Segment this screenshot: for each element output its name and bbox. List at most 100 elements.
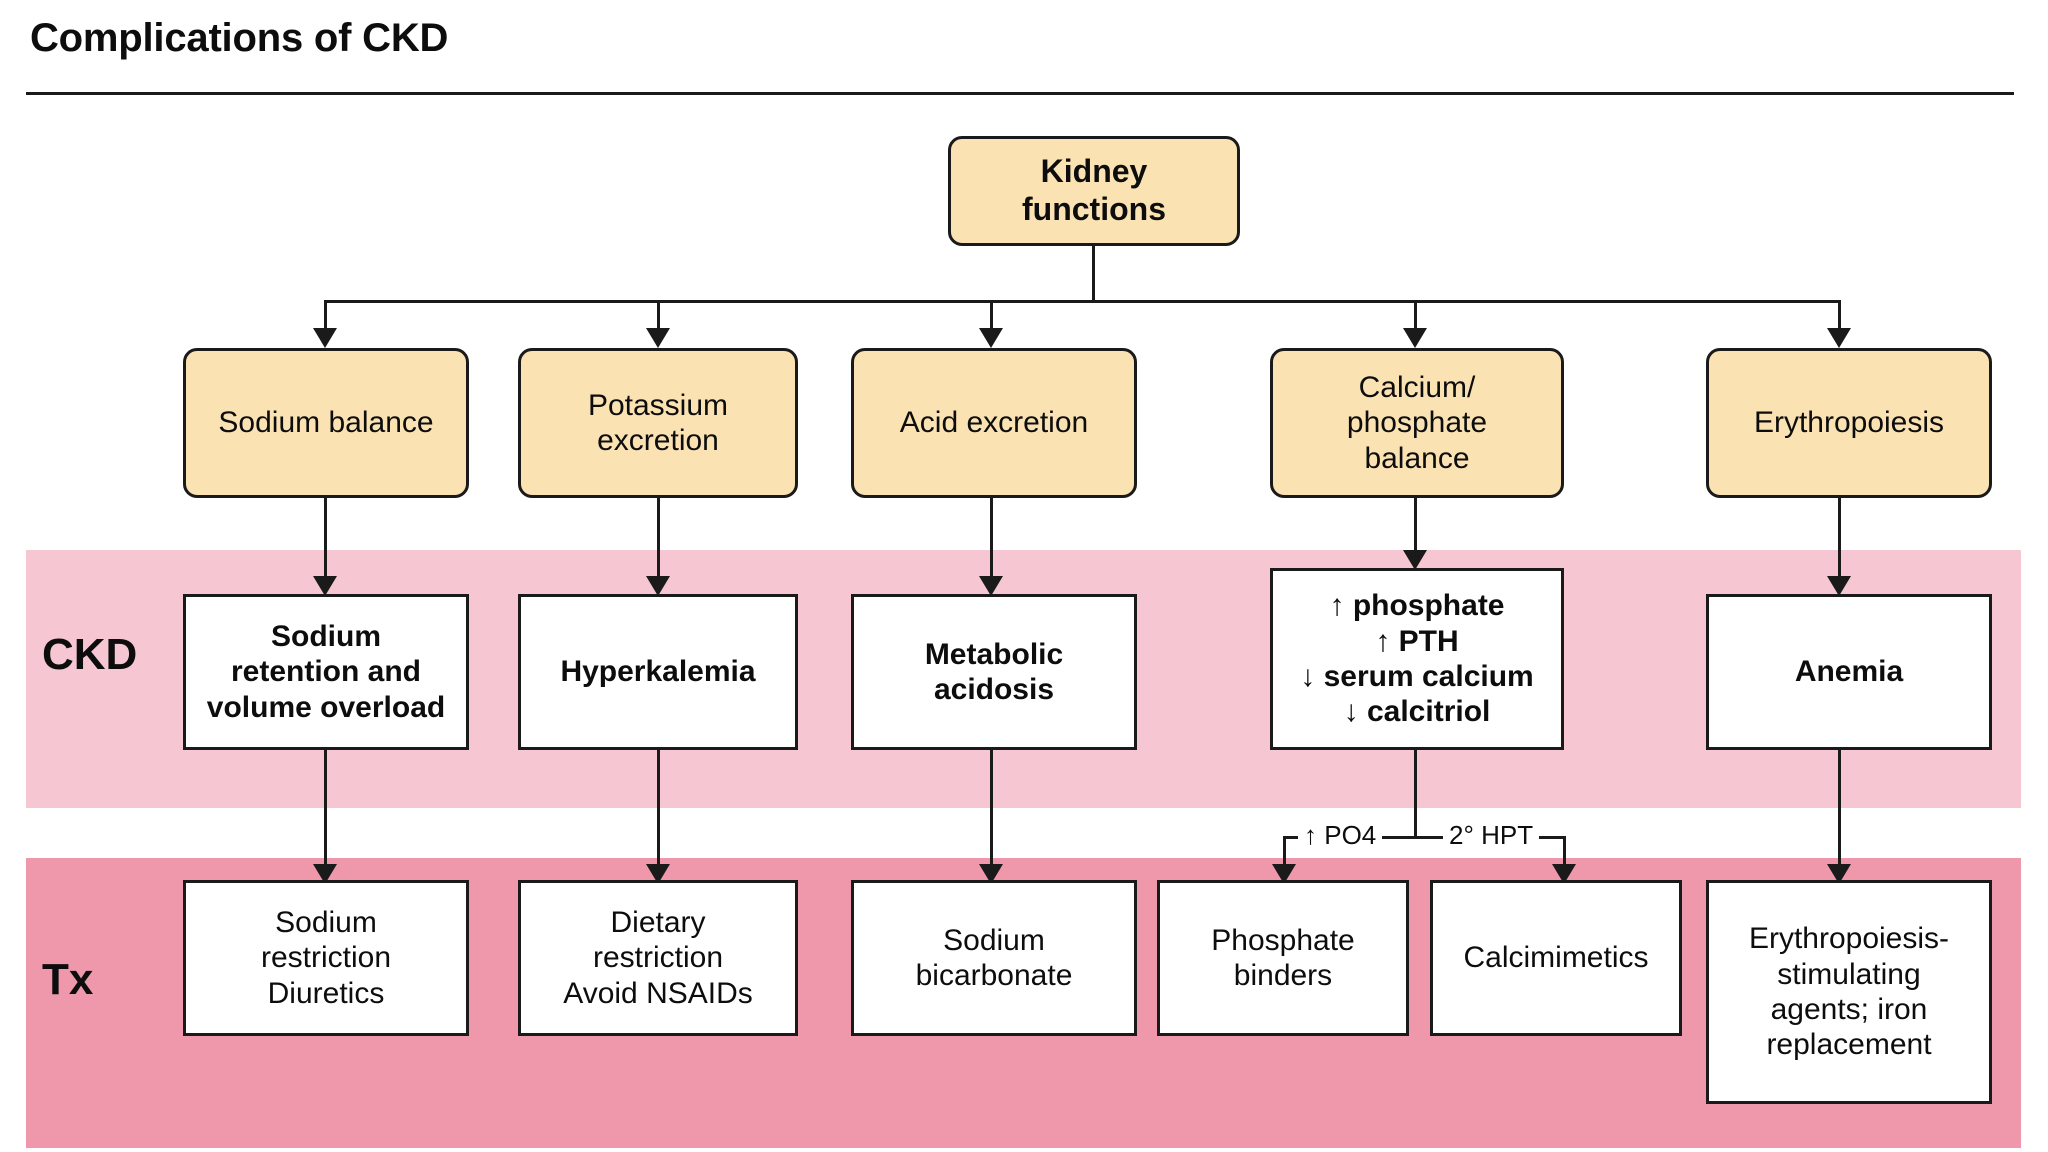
esa-iron-line-3: agents; iron	[1770, 993, 1928, 1026]
box-sodium-bicarbonate[interactable]: Sodium bicarbonate	[851, 880, 1137, 1036]
connector-hyperkalemia-to-dietary	[657, 750, 660, 880]
connector-drop-calcium-phosphate	[1414, 300, 1417, 340]
arrow-to-dietary-restriction	[646, 864, 670, 884]
connector-drop-erythropoiesis	[1838, 300, 1841, 340]
ckd-band-label: CKD	[42, 630, 138, 679]
box-anemia[interactable]: Anemia	[1706, 594, 1992, 750]
box-calcium-phosphate-balance[interactable]: Calcium/ phosphate balance	[1270, 348, 1564, 498]
title-divider	[26, 92, 2014, 95]
tx-band-label: Tx	[42, 955, 94, 1004]
box-calcimimetics-text: Calcimimetics	[1455, 940, 1656, 975]
anemia-line-1: Anemia	[1794, 655, 1904, 689]
calcium-phosphate-line-1: Calcium/	[1358, 370, 1476, 404]
arrow-to-esa-iron	[1827, 864, 1851, 884]
box-kidney-functions-text: Kidney functions	[1014, 153, 1174, 229]
esa-iron-line-2: stimulating	[1777, 957, 1921, 991]
dietary-restriction-line-1: Dietary	[610, 905, 706, 939]
sodium-restriction-line-1: Sodium	[275, 905, 377, 939]
box-hyperkalemia[interactable]: Hyperkalemia	[518, 594, 798, 750]
box-acid-excretion[interactable]: Acid excretion	[851, 348, 1137, 498]
box-potassium-excretion[interactable]: Potassium excretion	[518, 348, 798, 498]
connector-drop-acid-excretion	[990, 300, 993, 340]
box-erythropoiesis-text: Erythropoiesis	[1746, 405, 1952, 440]
arrow-to-sodium-balance	[313, 328, 337, 348]
arrow-to-potassium-excretion	[646, 328, 670, 348]
sodium-restriction-line-2: restriction	[260, 941, 392, 975]
box-potassium-excretion-text: Potassium excretion	[580, 388, 736, 459]
arrow-to-phosphate-binders	[1272, 864, 1296, 884]
box-sodium-retention-text: Sodium retention and volume overload	[199, 619, 453, 725]
box-phosphate-binders-text: Phosphate binders	[1203, 923, 1362, 994]
metabolic-acidosis-line-1: Metabolic	[924, 637, 1064, 671]
connector-root-stem	[1092, 246, 1095, 302]
esa-iron-line-1: Erythropoiesis-	[1748, 922, 1950, 956]
box-dietary-restriction-avoid-nsaids[interactable]: Dietary restriction Avoid NSAIDs	[518, 880, 798, 1036]
sodium-bicarbonate-line-1: Sodium	[943, 923, 1045, 957]
box-sodium-restriction-diuretics[interactable]: Sodium restriction Diuretics	[183, 880, 469, 1036]
sodium-retention-line-3: volume overload	[206, 690, 446, 724]
connector-calcium-to-mineral-disorder	[1414, 498, 1417, 562]
box-metabolic-acidosis-text: Metabolic acidosis	[917, 637, 1071, 708]
connector-anemia-to-esa	[1838, 750, 1841, 880]
connector-distribution-bar	[324, 300, 1840, 303]
mineral-bone-line-3: ↓ serum calcium	[1300, 660, 1534, 693]
calcimimetics-line-1: Calcimimetics	[1463, 941, 1649, 975]
arrow-to-acid-excretion	[979, 328, 1003, 348]
connector-drop-calcimimetics	[1563, 836, 1566, 880]
box-sodium-retention[interactable]: Sodium retention and volume overload	[183, 594, 469, 750]
connector-potassium-to-hyperkalemia	[657, 498, 660, 588]
acid-excretion-line-1: Acid excretion	[899, 406, 1089, 440]
arrow-to-sodium-bicarbonate	[979, 864, 1003, 884]
box-esa-iron-replacement-text: Erythropoiesis- stimulating agents; iron…	[1741, 921, 1957, 1063]
arrow-to-hyperkalemia	[646, 576, 670, 596]
box-mineral-bone-disorder-text: ↑ phosphate ↑ PTH ↓ serum calcium ↓ calc…	[1292, 588, 1541, 730]
kidney-functions-line-1: Kidney	[1040, 153, 1148, 190]
connector-erythropoiesis-to-anemia	[1838, 498, 1841, 588]
box-acid-excretion-text: Acid excretion	[892, 405, 1096, 440]
hyperkalemia-line-1: Hyperkalemia	[560, 655, 756, 689]
arrow-to-sodium-retention	[313, 576, 337, 596]
box-erythropoiesis[interactable]: Erythropoiesis	[1706, 348, 1992, 498]
box-dietary-restriction-text: Dietary restriction Avoid NSAIDs	[555, 905, 761, 1011]
connector-sodium-balance-to-retention	[324, 498, 327, 588]
arrow-to-calcimimetics	[1552, 864, 1576, 884]
connector-drop-phosphate-binders	[1283, 836, 1286, 880]
edge-label-hpt: 2° HPT	[1443, 818, 1540, 853]
box-kidney-functions[interactable]: Kidney functions	[948, 136, 1240, 246]
potassium-excretion-line-1: Potassium	[587, 388, 729, 422]
mineral-bone-line-4: ↓ calcitriol	[1343, 695, 1491, 729]
connector-drop-sodium-balance	[324, 300, 327, 340]
connector-drop-potassium-excretion	[657, 300, 660, 340]
box-calcimimetics[interactable]: Calcimimetics	[1430, 880, 1682, 1036]
box-anemia-text: Anemia	[1787, 654, 1911, 689]
page-title: Complications of CKD	[30, 16, 449, 60]
sodium-retention-line-2: retention and	[230, 655, 421, 689]
connector-acidosis-to-bicarbonate	[990, 750, 993, 880]
dietary-restriction-line-2: restriction	[592, 941, 724, 975]
box-phosphate-binders[interactable]: Phosphate binders	[1157, 880, 1409, 1036]
mineral-bone-line-1: ↑ phosphate	[1329, 589, 1505, 623]
potassium-excretion-line-2: excretion	[597, 424, 719, 457]
edge-label-po4: ↑ PO4	[1298, 818, 1383, 853]
calcium-phosphate-line-2: phosphate	[1346, 406, 1488, 440]
kidney-functions-line-2: functions	[1022, 191, 1166, 227]
box-sodium-balance[interactable]: Sodium balance	[183, 348, 469, 498]
calcium-phosphate-line-3: balance	[1364, 441, 1470, 475]
esa-iron-line-4: replacement	[1766, 1028, 1932, 1062]
sodium-retention-line-1: Sodium	[271, 619, 381, 653]
sodium-bicarbonate-line-2: bicarbonate	[915, 959, 1073, 992]
box-hyperkalemia-text: Hyperkalemia	[552, 654, 763, 689]
box-sodium-restriction-diuretics-text: Sodium restriction Diuretics	[253, 905, 399, 1011]
box-esa-iron-replacement[interactable]: Erythropoiesis- stimulating agents; iron…	[1706, 880, 1992, 1104]
arrow-to-calcium-phosphate	[1403, 328, 1427, 348]
box-sodium-balance-text: Sodium balance	[210, 405, 441, 440]
box-mineral-bone-disorder[interactable]: ↑ phosphate ↑ PTH ↓ serum calcium ↓ calc…	[1270, 568, 1564, 750]
box-metabolic-acidosis[interactable]: Metabolic acidosis	[851, 594, 1137, 750]
sodium-restriction-line-3: Diuretics	[267, 976, 385, 1010]
phosphate-binders-line-2: binders	[1233, 959, 1333, 992]
arrow-to-metabolic-acidosis	[979, 576, 1003, 596]
arrow-to-sodium-restriction	[313, 864, 337, 884]
erythropoiesis-line-1: Erythropoiesis	[1753, 406, 1945, 440]
mineral-bone-line-2: ↑ PTH	[1375, 624, 1459, 658]
